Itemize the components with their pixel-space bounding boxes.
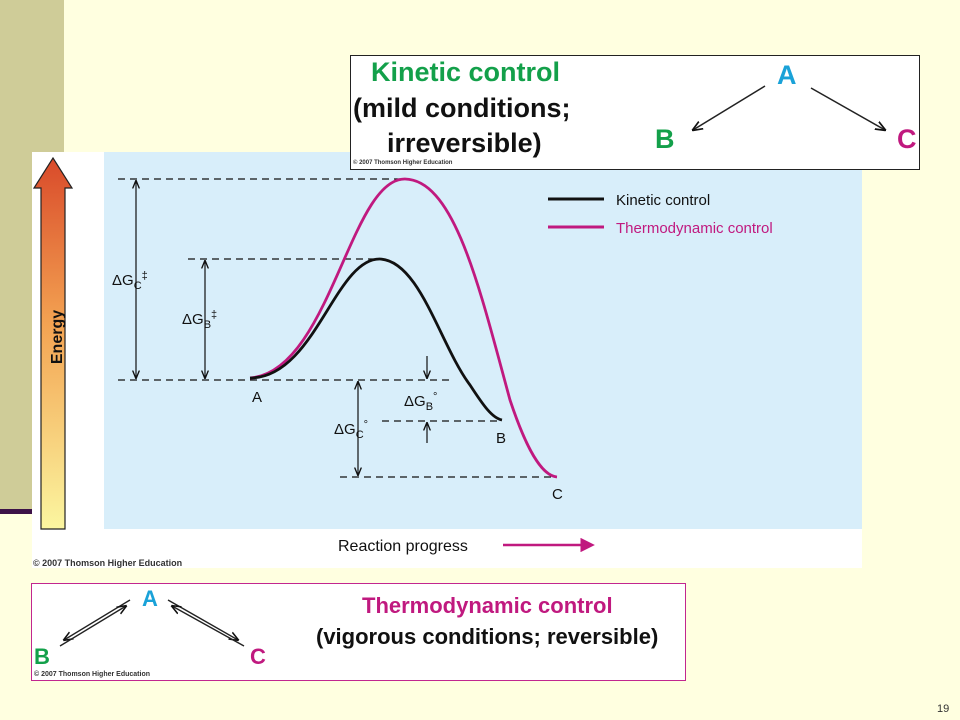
kinetic-box-label-b: B: [655, 124, 675, 154]
thermo-box-label-c: C: [250, 644, 266, 669]
legend-kinetic-label: Kinetic control: [616, 192, 710, 209]
thermo-box-title: Thermodynamic control: [362, 593, 613, 618]
dgc-activation-sup: ‡: [142, 270, 148, 282]
thermo-box-subtitle: (vigorous conditions; reversible): [316, 624, 659, 649]
kinetic-box-label-c: C: [897, 124, 917, 154]
dgb-standard-prefix: ΔG: [404, 393, 426, 410]
thermodynamic-control-box: Thermodynamic control (vigorous conditio…: [31, 583, 686, 681]
kinetic-box-copyright: © 2007 Thomson Higher Education: [353, 160, 453, 166]
point-label-b: B: [496, 430, 506, 447]
thermo-arrow-c-to-a: [172, 606, 245, 647]
slide-number: 19: [937, 703, 950, 715]
thermo-arrow-a-to-b: [64, 599, 131, 640]
thermodynamic-curve: [249, 177, 558, 479]
dgc-standard-sup: °: [364, 419, 368, 431]
dgc-standard-label: ΔGC°: [334, 419, 368, 441]
measurement-arrows: [136, 181, 427, 475]
energy-axis-arrow: [32, 156, 74, 530]
figure-copyright: © 2007 Thomson Higher Education: [33, 558, 183, 568]
dgb-standard-sub: B: [426, 401, 433, 413]
thermo-box-arrows: [59, 599, 245, 647]
dgc-activation-sub: C: [134, 280, 142, 292]
dgc-standard-sub: C: [356, 429, 364, 441]
legend-thermodynamic-label: Thermodynamic control: [616, 220, 773, 237]
dgb-activation-sup: ‡: [211, 309, 217, 321]
dgb-activation-label: ΔGB‡: [182, 309, 217, 331]
kinetic-curve: [249, 257, 503, 422]
reference-lines: [118, 178, 556, 478]
point-label-a: A: [252, 389, 262, 406]
dgc-activation-prefix: ΔG: [112, 272, 134, 289]
kinetic-box-label-a: A: [777, 60, 797, 90]
dgc-standard-prefix: ΔG: [334, 421, 356, 438]
thermo-arrow-a-to-c: [167, 599, 238, 640]
slide-left-rule: [0, 509, 40, 514]
kinetic-arrow-a-to-b: [693, 85, 766, 130]
thermo-arrow-b-to-a: [59, 606, 126, 647]
kinetic-box-arrows: [351, 85, 919, 169]
thermo-box-copyright: © 2007 Thomson Higher Education: [34, 671, 151, 678]
kinetic-box-line2: irreversible): [387, 128, 542, 158]
dgb-standard-sup: °: [433, 391, 437, 403]
kinetic-box-title: Kinetic control: [371, 57, 561, 87]
kinetic-control-box: Kinetic control (mild conditions; irreve…: [350, 55, 920, 170]
energy-axis-label: Energy: [49, 310, 66, 364]
x-axis-label: Reaction progress: [338, 538, 468, 555]
dgb-standard-label: ΔGB°: [404, 391, 437, 413]
plot-area: [104, 152, 862, 529]
dgc-activation-label: ΔGC‡: [112, 270, 148, 292]
dgb-activation-prefix: ΔG: [182, 311, 204, 328]
kinetic-box-line1: (mild conditions;: [353, 93, 571, 123]
kinetic-arrow-a-to-c: [810, 87, 885, 130]
thermo-box-label-b: B: [34, 644, 50, 669]
dgb-activation-sub: B: [204, 319, 211, 331]
thermo-box-label-a: A: [142, 586, 158, 611]
point-label-c: C: [552, 486, 563, 503]
